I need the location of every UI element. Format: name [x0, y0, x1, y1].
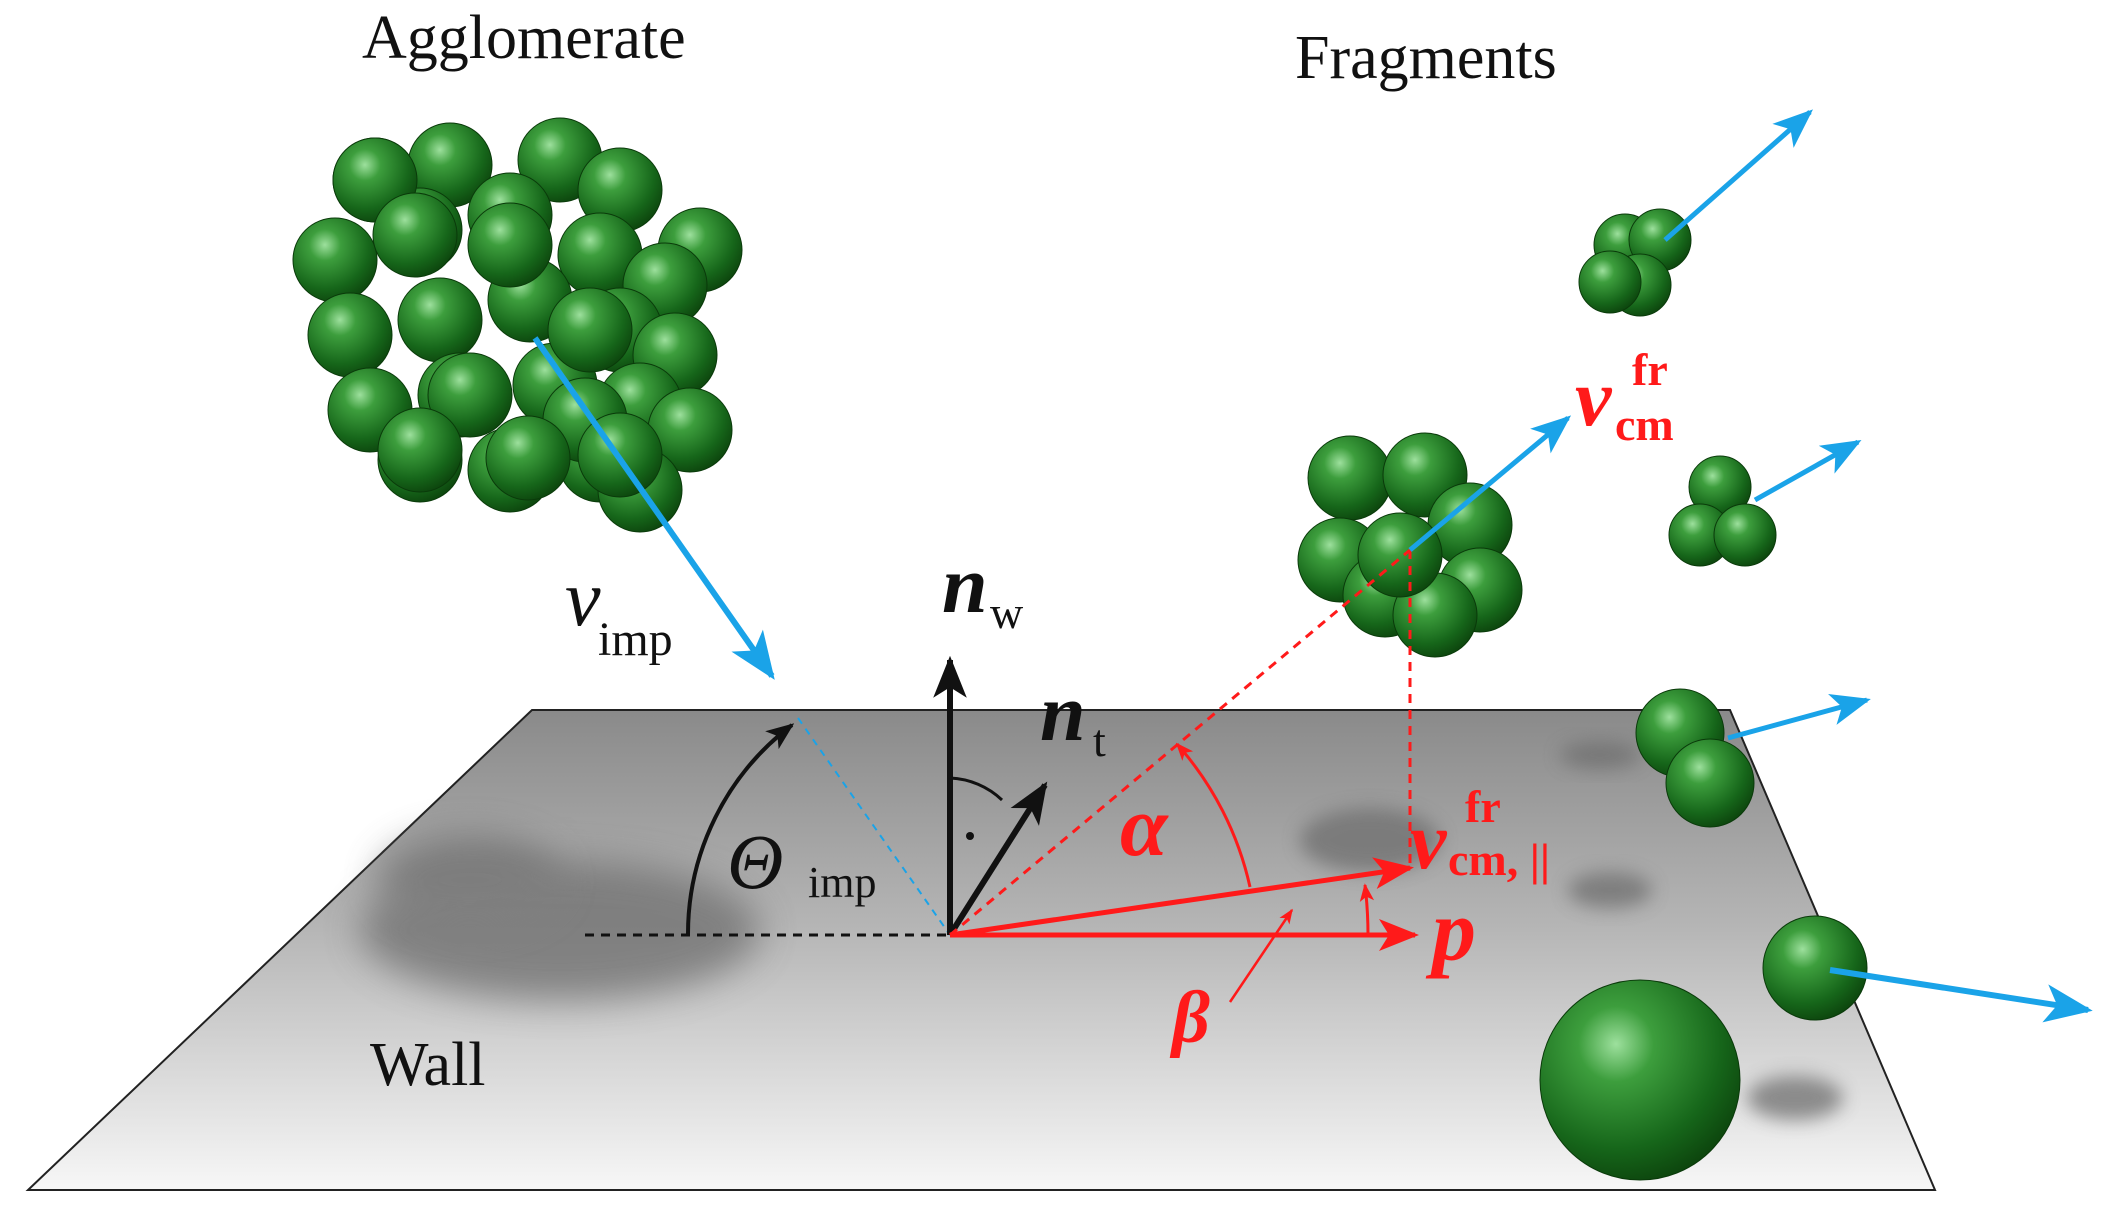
- fragments-group: [1297, 208, 1868, 1181]
- fragment-sphere: [1578, 250, 1642, 314]
- fragment-sphere: [1357, 512, 1443, 598]
- agglomerate-sphere: [467, 202, 553, 288]
- right-angle-dot: [966, 832, 974, 840]
- agglomerate-sphere: [397, 277, 483, 363]
- theta-imp-sub: imp: [808, 858, 876, 907]
- v-cm-fr-sub: cm: [1615, 399, 1674, 450]
- fragment-velocity-arrow-top: [1663, 109, 1813, 242]
- right-angle-arc: [949, 776, 1004, 802]
- beta-label: β: [1169, 977, 1210, 1059]
- n-t-sub: t: [1093, 715, 1106, 766]
- wall: [25, 709, 1937, 1191]
- alpha-label: α: [1120, 778, 1169, 874]
- fragment-direction-dashed: [949, 548, 1411, 937]
- fragment-sphere-large: [1539, 979, 1741, 1181]
- parallel-velocity-arrow: [949, 857, 1414, 938]
- agglomerate-sphere: [372, 192, 458, 278]
- v-cm-fr-main: v: [1575, 352, 1613, 443]
- agglomerate-label: Agglomerate: [362, 4, 686, 72]
- beta-pointer: [1228, 908, 1294, 1003]
- fragment-sphere: [1307, 435, 1393, 521]
- fragment-sphere: [1762, 915, 1868, 1021]
- n-w-main: n: [942, 539, 988, 630]
- fragment-velocity-arrow-small: [1753, 439, 1862, 503]
- wall-shadows: [360, 741, 1843, 1120]
- beta-arc: [1359, 883, 1375, 936]
- fragment-sphere: [1713, 503, 1777, 567]
- fragment-sphere: [1665, 738, 1755, 828]
- fragment-velocity-arrow-pair: [1727, 694, 1871, 741]
- n-w-label: n w: [942, 539, 1024, 638]
- v-imp-label: v imp: [565, 555, 673, 666]
- v-imp-sub: imp: [598, 613, 673, 666]
- v-cm-fr-label: v fr cm: [1575, 344, 1674, 450]
- theta-imp-label: Θ imp: [727, 818, 876, 907]
- v-cm-fr-parallel-label: v fr cm, ||: [1410, 781, 1550, 886]
- tangent-normal-arrow: [947, 781, 1048, 937]
- v-cm-fr-sup: fr: [1632, 344, 1668, 395]
- fragments-label: Fragments: [1295, 24, 1557, 92]
- agglomerate-sphere: [427, 352, 513, 438]
- alpha-arc: [1175, 742, 1252, 888]
- n-w-sub: w: [990, 587, 1024, 638]
- theta-imp-main: Θ: [727, 818, 783, 905]
- impact-velocity-extension: [797, 717, 951, 936]
- v-cm-fr-par-sup: fr: [1465, 781, 1501, 832]
- agglomerate-sphere: [307, 292, 393, 378]
- fragment-velocity-arrows: [1408, 109, 2093, 1023]
- p-label: p: [1425, 883, 1476, 980]
- agglomerate-sphere: [377, 407, 463, 493]
- v-cm-fr-par-main: v: [1410, 795, 1448, 886]
- v-cm-fr-par-sub: cm, ||: [1448, 834, 1550, 885]
- agglomerate-sphere: [547, 287, 633, 373]
- construction-lines: [949, 548, 1419, 1003]
- fragment-velocity-arrow-main: [1408, 415, 1572, 552]
- wall-label: Wall: [370, 1031, 486, 1099]
- fragment-velocity-arrow-single: [1829, 967, 2093, 1023]
- agglomerate-sphere: [292, 217, 378, 303]
- impact-angle-arc: [685, 723, 795, 936]
- agglomerate-cluster: [292, 117, 743, 533]
- wall-plane: [25, 709, 1937, 1191]
- impact-velocity-arrow: [532, 336, 775, 680]
- v-imp-main: v: [565, 555, 601, 643]
- n-t-label: n t: [1040, 667, 1106, 766]
- n-t-main: n: [1040, 667, 1086, 758]
- agglomerate-sphere: [485, 415, 571, 501]
